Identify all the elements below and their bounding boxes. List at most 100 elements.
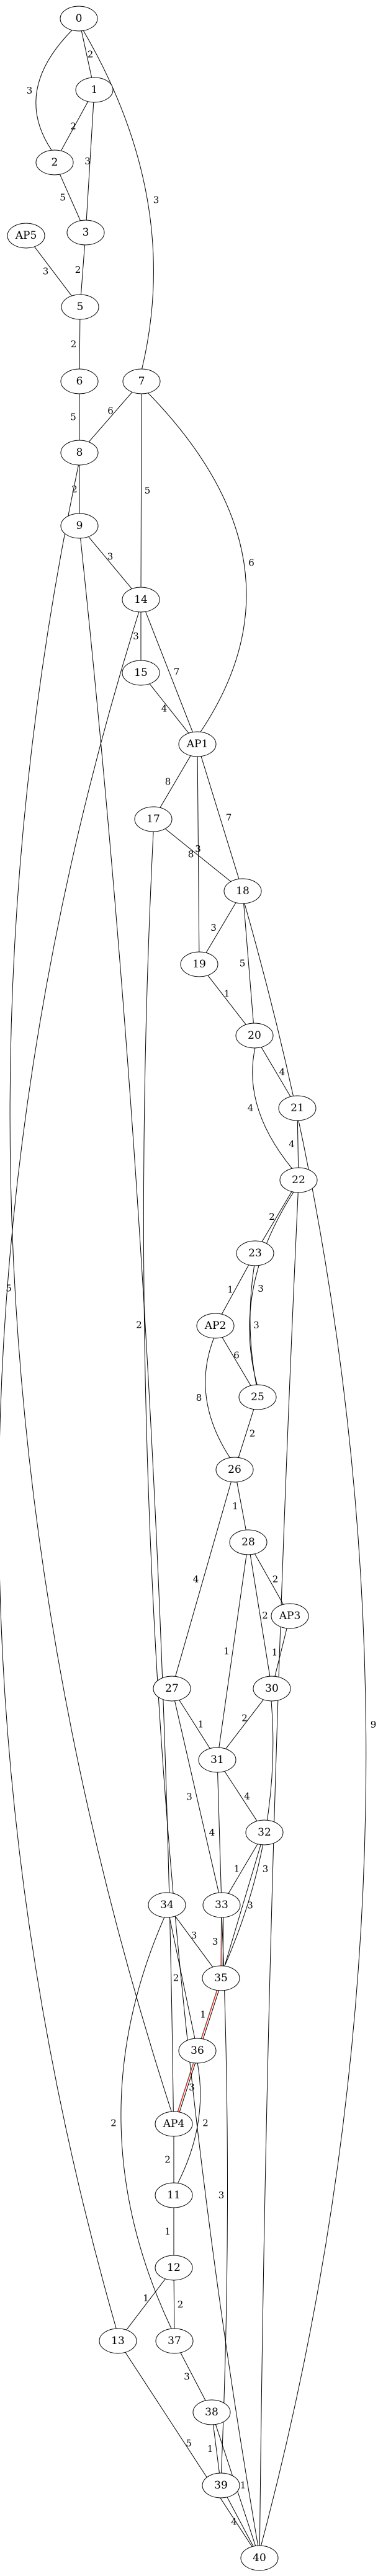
edge-line xyxy=(197,756,200,953)
edge-line xyxy=(86,102,94,221)
edge-line-parallel xyxy=(202,1990,220,2039)
edge-weight-label: 2 xyxy=(136,1320,142,1331)
node-17: 17 xyxy=(134,806,173,832)
edge-line xyxy=(238,1409,254,1458)
edge-line xyxy=(228,1844,258,1894)
edge-line xyxy=(60,101,89,151)
node-label: 17 xyxy=(146,813,160,825)
edge-line xyxy=(259,1192,299,2546)
edge-weight-label: 2 xyxy=(70,121,76,132)
edge-17-18: 3 xyxy=(164,828,232,882)
node-label: AP5 xyxy=(15,229,37,242)
edge-weight-label: 2 xyxy=(250,1428,256,1439)
node-label: 28 xyxy=(241,1536,255,1548)
edge-weight-label: 3 xyxy=(43,266,49,277)
node-20: 20 xyxy=(235,1023,274,1049)
edge-line xyxy=(218,1554,247,1748)
node-label: 11 xyxy=(167,2189,181,2201)
edge-line xyxy=(9,464,172,2112)
node-ellipse xyxy=(122,587,160,613)
node-label: 6 xyxy=(76,375,83,388)
edge-line xyxy=(221,1264,250,1315)
node-ellipse xyxy=(202,1965,240,1991)
node-ellipse xyxy=(253,1676,291,1702)
edge-2-3: 5 xyxy=(60,174,81,221)
edge-weight-label: 3 xyxy=(153,195,160,206)
node-label: 32 xyxy=(258,1826,271,1839)
edge-14-13: 4 xyxy=(0,611,140,2329)
edge-line xyxy=(81,30,92,78)
edge-line xyxy=(222,1337,251,1386)
node-ellipse xyxy=(155,2255,193,2281)
node-27: 27 xyxy=(153,1676,191,1702)
edge-weight-label: 9 xyxy=(371,1719,377,1730)
node-label: 31 xyxy=(210,1754,224,1766)
edge-line xyxy=(225,1699,264,1749)
node-ellipse xyxy=(245,1819,284,1845)
edge-weight-label: 1 xyxy=(200,2009,206,2020)
edge-weight-label: 2 xyxy=(269,1211,275,1222)
node-13: 13 xyxy=(99,2328,137,2354)
edge-weight-label: 2 xyxy=(110,2118,117,2129)
edge-weight-label: 2 xyxy=(88,49,94,60)
edge-weight-label: 2 xyxy=(173,1973,179,1984)
edge-7-8: 6 xyxy=(88,391,133,443)
edge-19-20: 1 xyxy=(207,975,246,1025)
edge-weight-label: 3 xyxy=(263,1863,269,1875)
node-label: 0 xyxy=(76,12,83,25)
node-label: 5 xyxy=(77,301,84,313)
edge-5-6: 2 xyxy=(71,319,81,370)
edge-weight-label: 2 xyxy=(71,339,77,350)
node-label: AP4 xyxy=(163,2118,185,2130)
node-AP4: AP4 xyxy=(155,2111,193,2137)
edge-line xyxy=(120,1917,172,2329)
edge-weight-label: 1 xyxy=(198,1719,204,1730)
node-ellipse xyxy=(35,149,74,175)
edge-line xyxy=(83,30,154,370)
node-ellipse xyxy=(122,368,161,394)
node-37: 37 xyxy=(155,2328,194,2354)
edge-33-35: 3 xyxy=(212,1917,224,1966)
edge-36-AP4: 3 xyxy=(177,2063,196,2112)
edge-weight-label: 2 xyxy=(164,2154,171,2165)
edge-26-28: 1 xyxy=(232,1481,246,1530)
edge-weight-label: 8 xyxy=(196,1392,202,1403)
node-label: 35 xyxy=(214,1972,228,1984)
edge-line xyxy=(80,538,174,2112)
node-36: 36 xyxy=(178,2038,217,2064)
edge-weight-label: 3 xyxy=(210,922,217,933)
node-35: 35 xyxy=(202,1965,240,1991)
edge-weight-label: 3 xyxy=(184,2371,190,2383)
node-ellipse xyxy=(122,660,160,686)
edge-line xyxy=(79,319,81,370)
node-label: 20 xyxy=(248,1029,261,1042)
edge-line xyxy=(179,1700,210,1749)
node-ellipse xyxy=(60,6,98,32)
node-28: 28 xyxy=(229,1529,268,1555)
node-label: 40 xyxy=(253,2552,266,2564)
edge-weight-label: 3 xyxy=(195,843,201,855)
edge-22-25: 3 xyxy=(249,1191,294,1385)
edge-line xyxy=(250,1265,257,1385)
edge-8-AP4: 5 xyxy=(6,464,172,2112)
edge-line xyxy=(174,1916,214,1968)
edge-weight-label: 2 xyxy=(202,2118,209,2129)
edge-27-31: 1 xyxy=(179,1700,210,1749)
edge-AP2-25: 6 xyxy=(222,1337,251,1386)
edge-14-AP1: 7 xyxy=(145,611,193,732)
edge-AP3-30: 1 xyxy=(272,1628,287,1677)
node-ellipse xyxy=(202,2472,240,2498)
edge-line xyxy=(249,1191,294,1385)
edge-26-27: 4 xyxy=(175,1481,232,1677)
edge-line xyxy=(200,1990,218,2039)
node-ellipse xyxy=(279,1167,318,1193)
node-ellipse xyxy=(271,1603,309,1629)
edge-line xyxy=(35,30,73,151)
edge-line xyxy=(177,2063,194,2112)
edge-18-40: 9 xyxy=(244,903,377,2546)
node-label: 7 xyxy=(138,375,145,388)
node-label: 26 xyxy=(228,1463,241,1476)
edge-32-35: 3 xyxy=(224,1844,261,1966)
node-3: 3 xyxy=(66,220,105,246)
edge-line xyxy=(224,1771,258,1821)
